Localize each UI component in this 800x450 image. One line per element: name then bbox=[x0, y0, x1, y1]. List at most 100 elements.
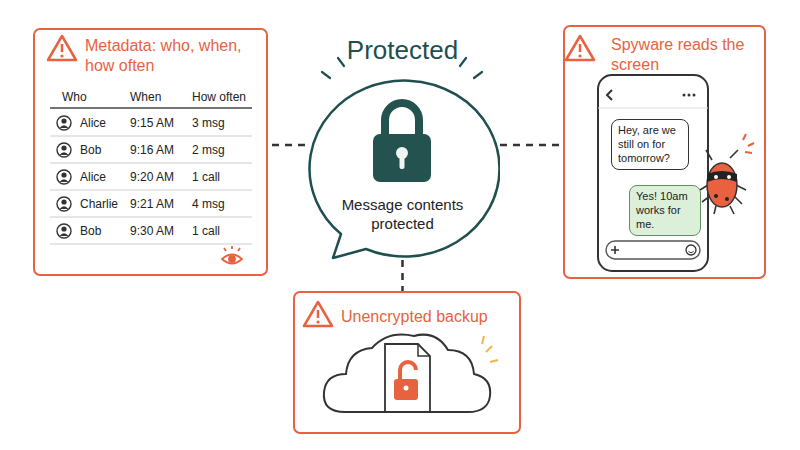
warning-dot bbox=[578, 54, 581, 57]
bug-eye bbox=[727, 175, 731, 179]
table-header: How often bbox=[192, 90, 246, 104]
speech-bubble: ProtectedMessage contents protected bbox=[305, 30, 500, 260]
person-head bbox=[61, 172, 66, 177]
bubble-text: Message contents protected bbox=[325, 196, 480, 234]
table-cell: 1 call bbox=[192, 170, 220, 184]
box-title: Metadata: who, when, how often bbox=[85, 36, 260, 76]
table-cell: Alice bbox=[80, 116, 106, 130]
spike bbox=[460, 58, 466, 66]
table-cell: Bob bbox=[80, 143, 101, 157]
warning-icon bbox=[48, 36, 594, 326]
alert-marks bbox=[482, 336, 498, 362]
dashed-connector bbox=[401, 260, 404, 291]
bug-body bbox=[707, 163, 737, 207]
bug-mask bbox=[707, 171, 737, 182]
person-ring bbox=[57, 143, 71, 157]
open-shackle bbox=[400, 362, 416, 380]
person-shoulders bbox=[60, 152, 69, 155]
dashed-connector bbox=[500, 144, 563, 147]
warning-mark bbox=[579, 44, 582, 52]
emoji-smile bbox=[689, 252, 694, 253]
chat-bubble: Yes! 10am works for me. bbox=[629, 185, 701, 236]
table-cell: 1 call bbox=[192, 224, 220, 238]
bug-antennae bbox=[706, 150, 738, 160]
table-cell: 2 msg bbox=[192, 143, 225, 157]
risk-box: Unencrypted backup bbox=[293, 291, 521, 434]
eye-outline bbox=[222, 255, 242, 264]
table-row-rule bbox=[50, 163, 252, 164]
table-cell: 9:16 AM bbox=[130, 143, 174, 157]
warning-triangle bbox=[304, 302, 332, 326]
table-row-rule bbox=[50, 217, 252, 218]
phone-body bbox=[598, 75, 708, 271]
person-shoulders bbox=[60, 125, 69, 128]
person-icon bbox=[57, 170, 71, 184]
person-ring bbox=[57, 197, 71, 211]
person-icon bbox=[57, 224, 71, 238]
phone-header-rule bbox=[598, 108, 708, 109]
warning-triangle bbox=[566, 36, 594, 60]
person-ring bbox=[57, 116, 71, 130]
bug-eye bbox=[714, 175, 718, 179]
dashed-connector bbox=[268, 144, 305, 147]
table-cell: Charlie bbox=[80, 197, 118, 211]
spyware-bug bbox=[700, 134, 754, 214]
table-header: When bbox=[130, 90, 161, 104]
person-ring bbox=[57, 224, 71, 238]
table-cell: 9:30 AM bbox=[130, 224, 174, 238]
eye-pupil bbox=[229, 256, 235, 262]
person-head bbox=[61, 199, 66, 204]
warning-dot bbox=[60, 54, 63, 57]
menu-dots bbox=[683, 94, 696, 97]
dot bbox=[683, 94, 686, 97]
person-head bbox=[61, 226, 66, 231]
bug-spot bbox=[725, 197, 729, 201]
table-header-rule bbox=[50, 107, 252, 109]
spike bbox=[474, 72, 482, 78]
table-cell: 9:15 AM bbox=[130, 116, 174, 130]
person-shoulders bbox=[60, 179, 69, 182]
chat-bubble: Hey, are we still on for tomorrow? bbox=[611, 119, 689, 170]
bug-spot bbox=[714, 194, 718, 198]
keyhole bbox=[404, 386, 409, 391]
open-lock-body bbox=[394, 379, 418, 400]
spike bbox=[338, 58, 344, 66]
back-chevron bbox=[607, 90, 612, 100]
table-row-rule bbox=[50, 244, 252, 245]
person-icon bbox=[57, 143, 71, 157]
table-cell: Bob bbox=[80, 224, 101, 238]
phone bbox=[598, 75, 708, 271]
document bbox=[385, 344, 430, 412]
warning-mark bbox=[317, 310, 320, 318]
person-ring bbox=[57, 170, 71, 184]
person-head bbox=[61, 118, 66, 123]
keyhole-slot bbox=[400, 155, 405, 169]
document-fold bbox=[418, 344, 430, 356]
warning-triangle bbox=[48, 36, 76, 60]
table-row-rule bbox=[50, 190, 252, 191]
table-row-rule bbox=[50, 136, 252, 137]
warning-dot bbox=[316, 320, 319, 323]
spike bbox=[322, 72, 330, 78]
chat-message: Yes! 10am works for me. bbox=[636, 190, 694, 231]
plus-icon bbox=[611, 246, 619, 254]
box-title: Unencrypted backup bbox=[341, 307, 516, 327]
warning-mark bbox=[61, 44, 64, 52]
speech-bubble-shape bbox=[310, 81, 500, 258]
lock-icon bbox=[373, 103, 431, 182]
alert-marks bbox=[743, 134, 754, 153]
person-icon bbox=[57, 197, 71, 211]
table-header: Who bbox=[62, 90, 87, 104]
table-cell: Alice bbox=[80, 170, 106, 184]
cloud-backup bbox=[324, 335, 498, 413]
person-icon bbox=[57, 116, 71, 130]
lock-shackle bbox=[385, 103, 419, 136]
speech-bubble-outline bbox=[305, 75, 500, 260]
emoji-icon bbox=[686, 245, 696, 255]
person-shoulders bbox=[60, 233, 69, 236]
table-cell: 3 msg bbox=[192, 116, 225, 130]
risk-box: Spyware reads the screenHey, are we stil… bbox=[563, 25, 766, 279]
warning-dots bbox=[60, 54, 581, 323]
person-shoulders bbox=[60, 206, 69, 209]
table-cell: 4 msg bbox=[192, 197, 225, 211]
